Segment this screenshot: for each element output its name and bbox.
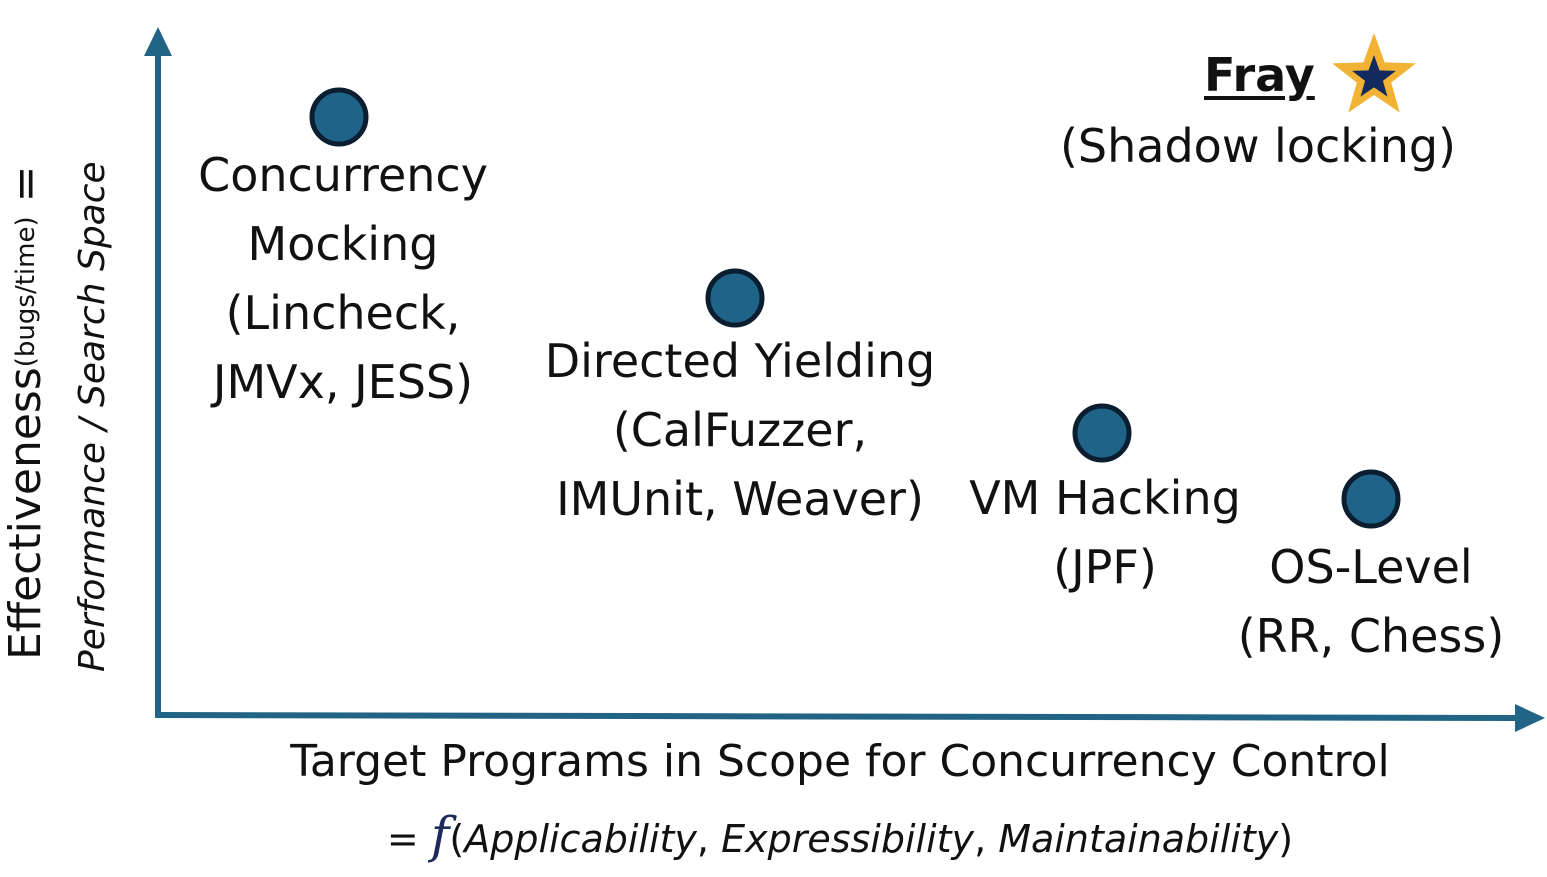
x-axis-arrowhead: [1515, 704, 1545, 732]
label-os-level: OS-Level (RR, Chess): [1218, 533, 1524, 671]
x-formula-sep2: ,: [974, 817, 999, 861]
point-marker-vm-hacking: [1072, 403, 1132, 463]
label-line: IMUnit, Weaver): [556, 472, 924, 526]
label-line: JMVx, JESS): [212, 355, 474, 409]
y-axis-formula: Performance / Search Space: [72, 161, 113, 672]
label-line: (Lincheck,: [225, 286, 461, 340]
y-axis-arrowhead: [144, 27, 172, 56]
label-line: (CalFuzzer,: [612, 403, 868, 457]
label-concurrency-mocking: Concurrency Mocking (Lincheck, JMVx, JES…: [172, 141, 514, 417]
x-axis-formula: = f(Applicability, Expressibility, Maint…: [120, 806, 1547, 864]
label-line: (JPF): [1053, 540, 1157, 594]
point-marker-os-level: [1341, 469, 1401, 529]
label-line: (RR, Chess): [1237, 609, 1505, 663]
x-formula-sep1: ,: [696, 817, 722, 861]
label-line: Concurrency: [198, 148, 488, 202]
x-formula-eq: =: [386, 817, 419, 861]
x-axis-line: [154, 712, 1516, 721]
label-directed-yielding: Directed Yielding (CalFuzzer, IMUnit, We…: [522, 327, 958, 534]
x-formula-f: f: [430, 806, 450, 864]
y-axis-label-main: Effectiveness: [0, 367, 51, 660]
y-axis-label-sub: (bugs/time): [11, 216, 41, 368]
point-marker-directed-yielding: [705, 268, 765, 328]
fray-subtitle: (Shadow locking): [1059, 119, 1456, 173]
x-formula-arg2: Expressibility: [721, 817, 975, 861]
x-formula-open: (: [449, 817, 465, 861]
x-axis-label: Target Programs in Scope for Concurrency…: [290, 736, 1390, 787]
y-axis-label: Effectiveness(bugs/time) =: [0, 166, 51, 660]
label-line: Mocking: [247, 217, 439, 271]
x-formula-arg3: Maintainability: [998, 817, 1279, 861]
label-line: OS-Level: [1269, 540, 1473, 594]
x-formula-close: ): [1278, 817, 1294, 861]
x-formula-arg1: Applicability: [464, 817, 697, 861]
y-axis-label-eq: =: [0, 165, 51, 203]
label-line: Directed Yielding: [544, 334, 936, 388]
label-vm-hacking: VM Hacking (JPF): [950, 464, 1260, 602]
fray-title: Fray: [1204, 48, 1315, 102]
label-line: VM Hacking: [969, 471, 1241, 525]
point-marker-concurrency-mocking: [309, 87, 369, 147]
star-icon: [1332, 33, 1416, 113]
